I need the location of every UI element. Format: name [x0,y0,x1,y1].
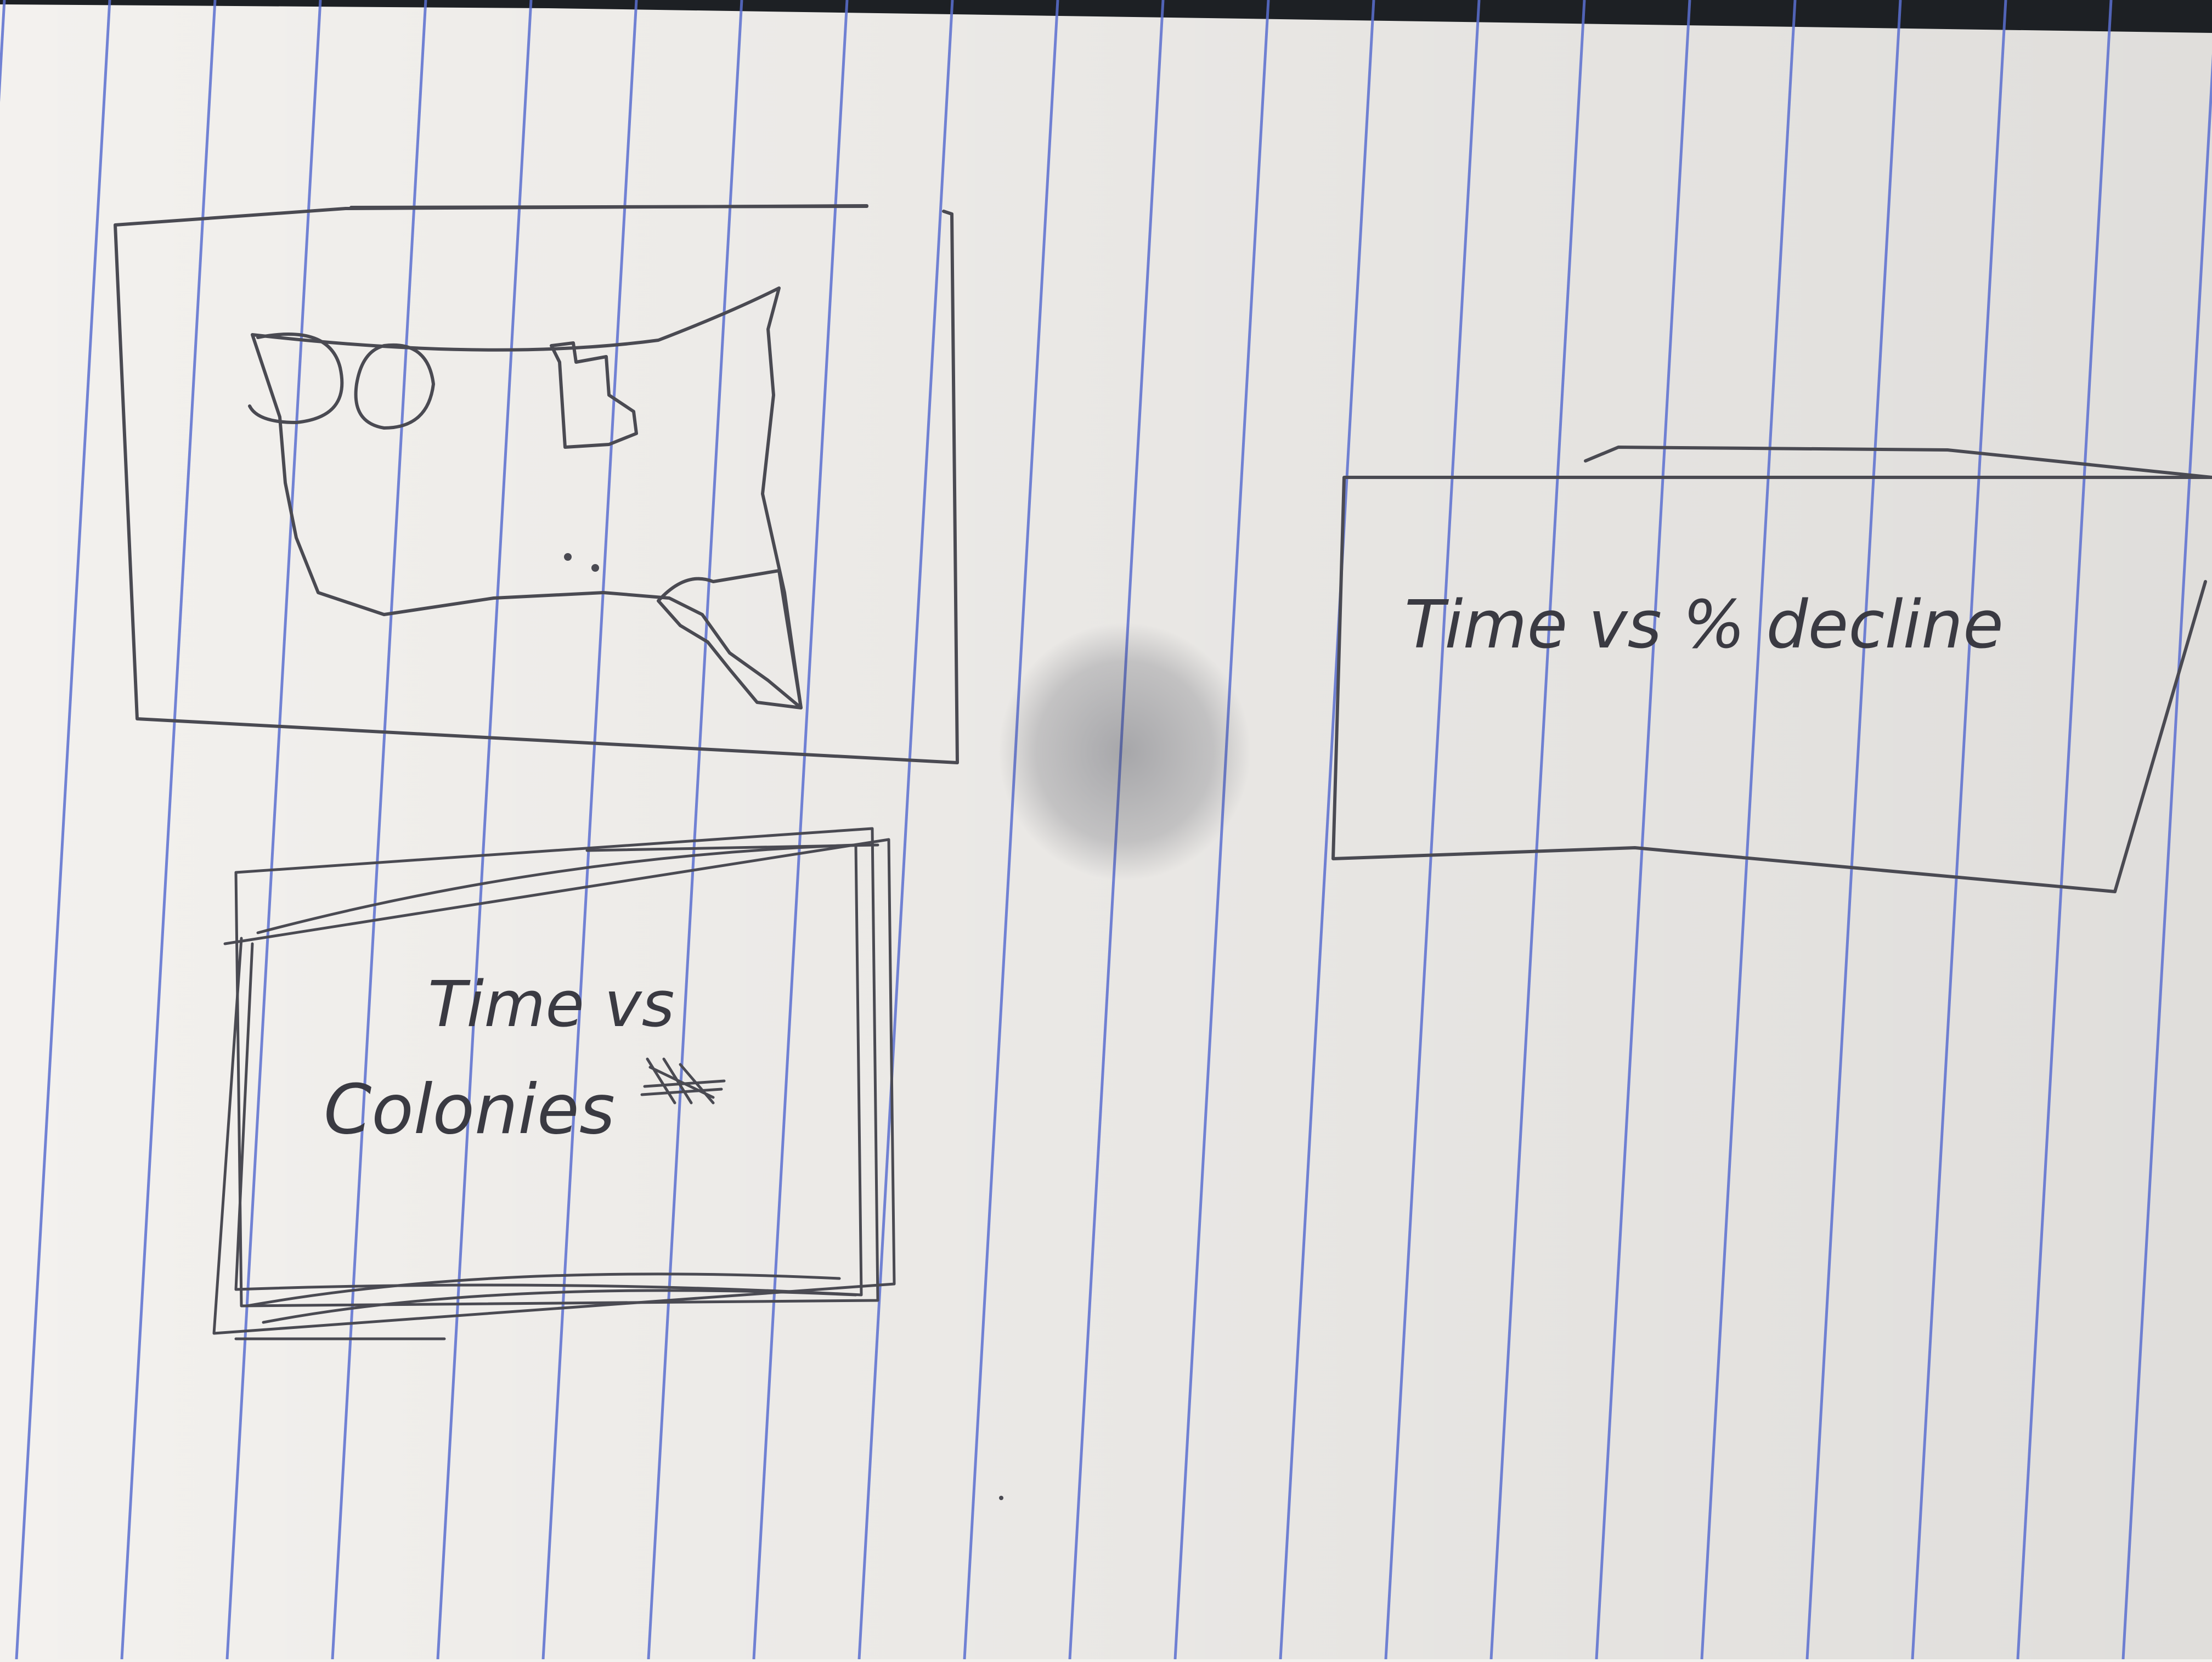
rule-line [436,0,533,1660]
stain-mark [998,623,1251,881]
rule-line [1595,0,1691,1660]
rule-line [647,0,743,1660]
colonies-panel-bottom-strokes [234,1272,857,1340]
rule-line [1384,0,1481,1660]
colonies-label-line2: Colonies [324,1070,615,1150]
map-panel-top-line [349,205,868,209]
map-region-oval-1 [248,333,344,424]
map-region-oval-2 [354,343,435,430]
pencil-dot [999,1496,1003,1500]
map-dot [564,553,572,561]
rule-line [120,0,217,1660]
scribble-mark [640,1057,726,1105]
decline-label: Time vs % decline [1404,587,2004,663]
table-edge [0,0,2212,33]
colonies-panel [212,827,896,1340]
map-dot [591,564,599,572]
decline-panel [1331,446,2212,893]
colonies-panel-frame-3 [234,843,863,1297]
colonies-panel-top-strokes [585,843,879,852]
decline-panel-top-line [1584,446,2212,479]
rule-line [331,0,427,1660]
rule-line [1911,0,2007,1660]
rule-line [1805,0,1902,1660]
rule-line [1700,0,1797,1660]
rule-line [2016,0,2113,1660]
rule-line [1489,0,1586,1660]
rule-line [1279,0,1375,1660]
colonies-label-line1: Time vs [428,968,675,1041]
rule-line [752,0,849,1660]
rule-line [2121,53,2212,1660]
map-region-triangle [657,569,803,709]
rule-line [857,0,954,1660]
rule-line [225,0,322,1660]
rule-line [15,0,111,1660]
map-region-rectangle [550,341,638,449]
decline-panel-frame [1331,476,2212,893]
rule-line [963,0,1059,1660]
rule-line [541,0,638,1660]
map-panel [114,204,959,764]
colonies-panel-frame-2 [212,838,896,1335]
colonies-panel-frame-1 [234,827,879,1308]
